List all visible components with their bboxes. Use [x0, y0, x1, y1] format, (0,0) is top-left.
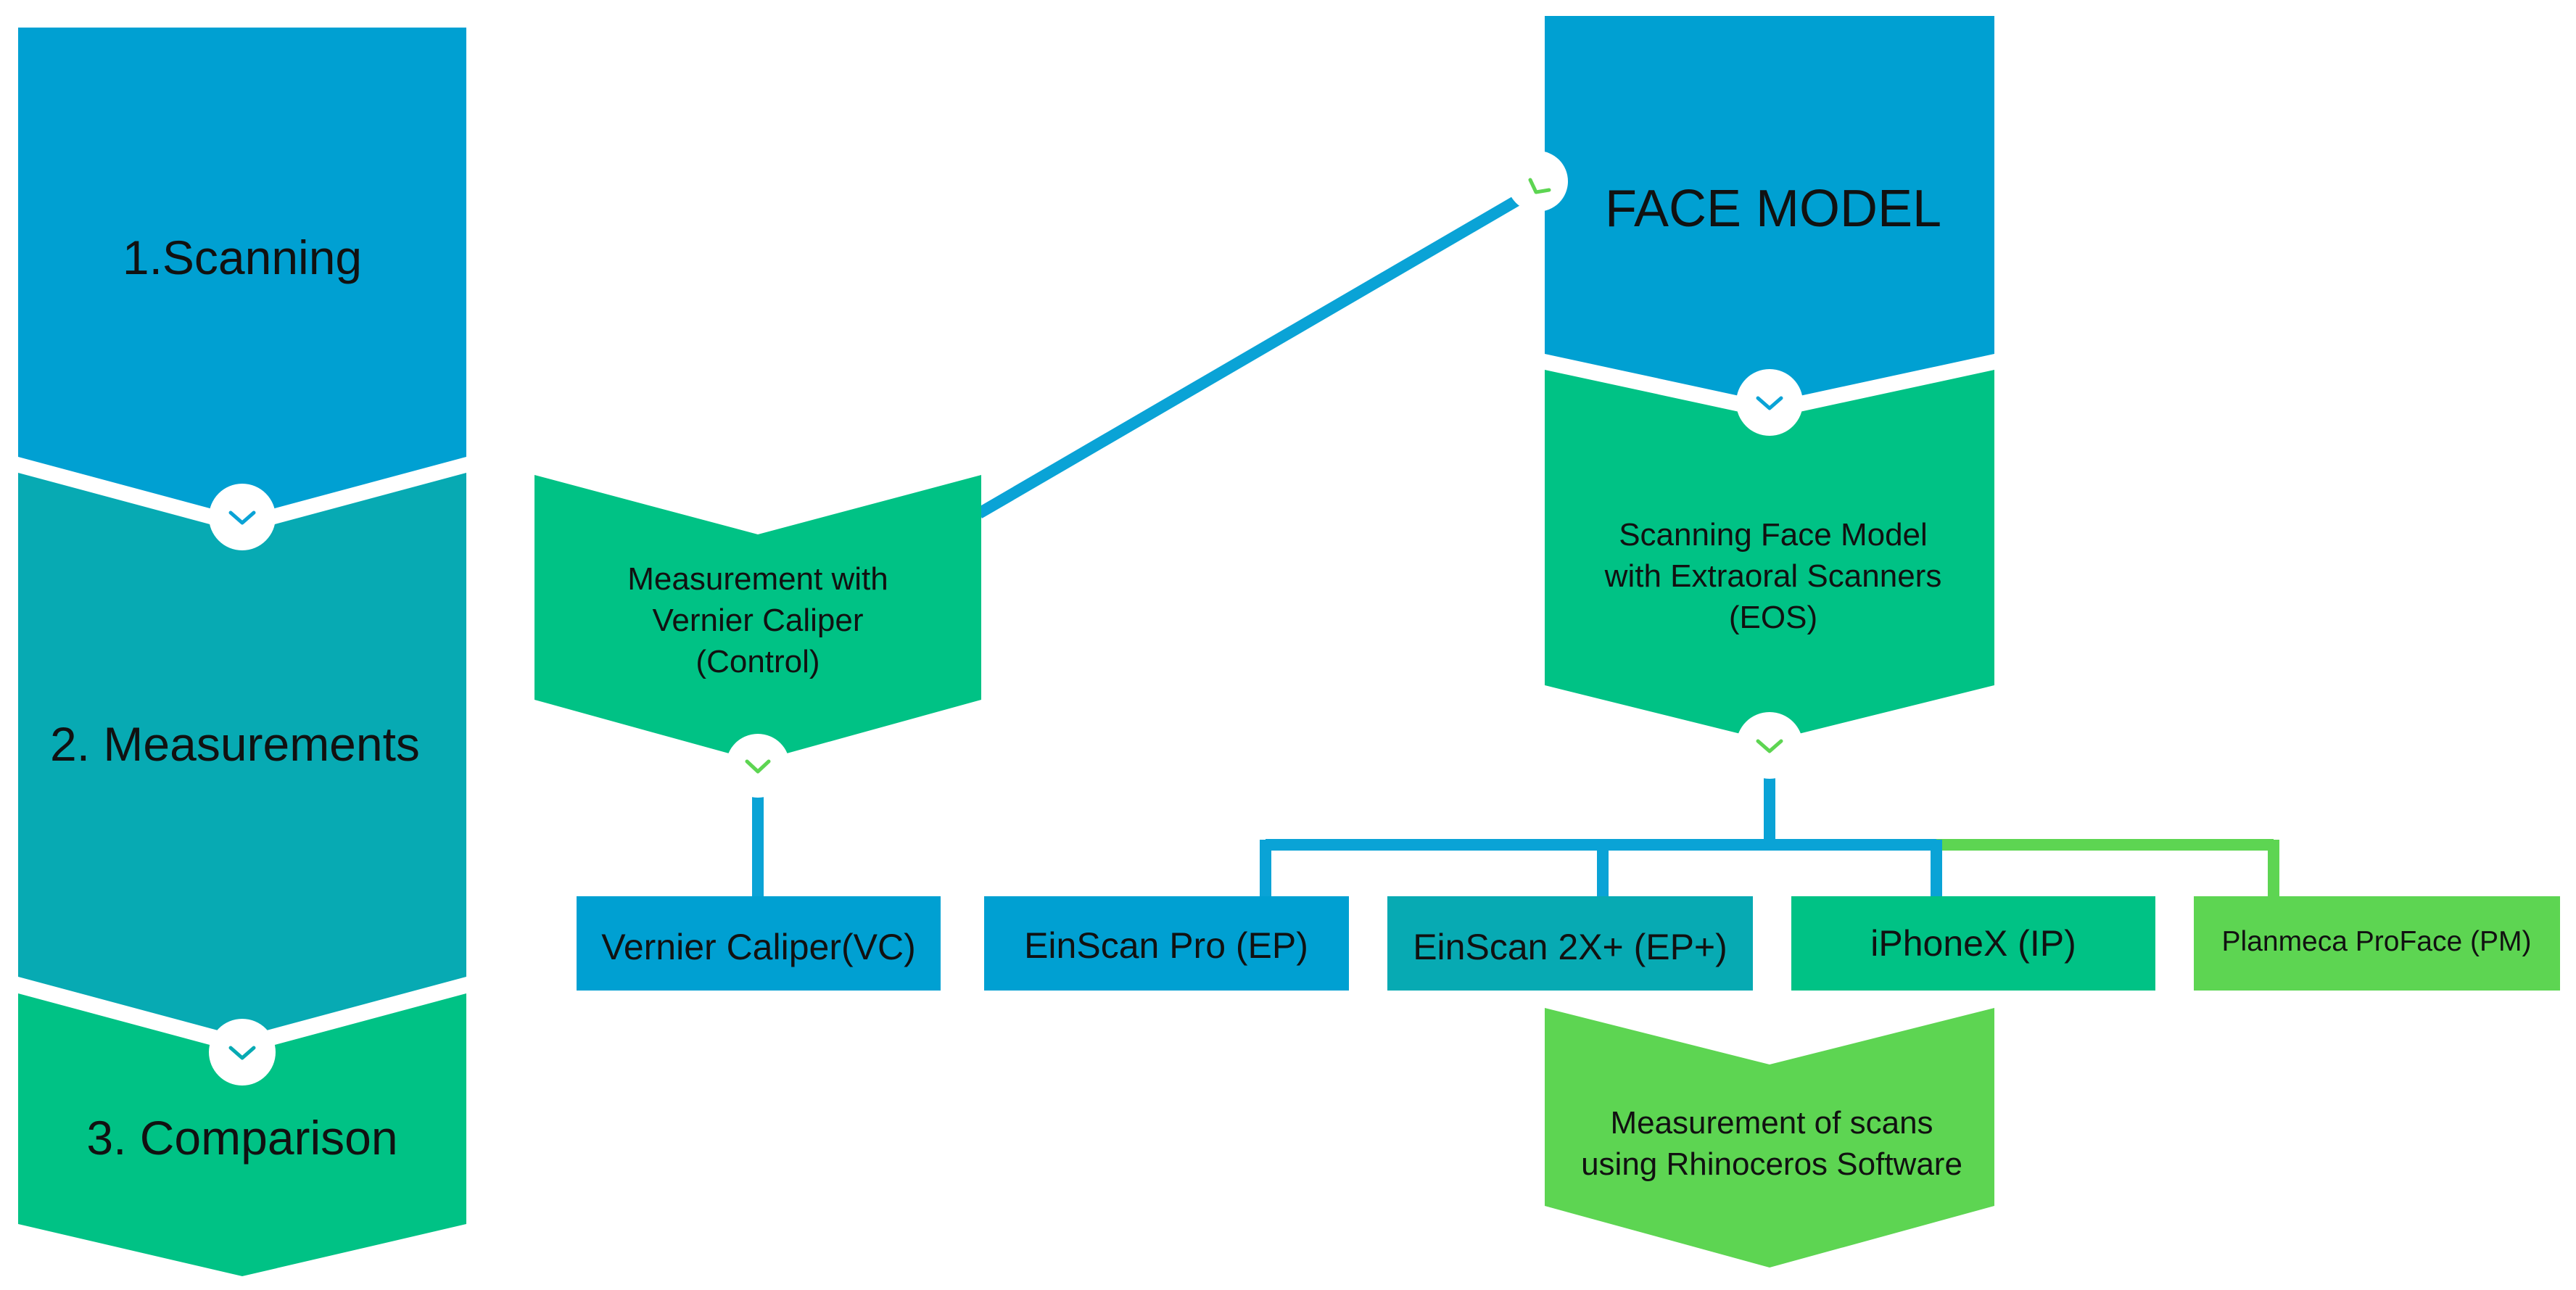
device-vernier-caliper-label: Vernier Caliper(VC) — [601, 927, 915, 967]
connector-lines — [752, 183, 2279, 899]
face-model-check-node — [1507, 151, 1568, 212]
eos-top-connector — [1736, 369, 1803, 436]
device-planmeca-label: Planmeca ProFace (PM) — [2222, 926, 2532, 957]
device-iphonex-label: iPhoneX (IP) — [1870, 923, 2076, 964]
phase-connector-1 — [209, 484, 276, 550]
eos-scanning-line-2: with Extraoral Scanners — [1604, 558, 1942, 594]
eos-bottom-connector — [1736, 712, 1803, 779]
eos-scanning-line-1: Scanning Face Model — [1619, 517, 1928, 553]
chevron-down-icon — [228, 510, 256, 525]
vernier-measurement-line-3: (Control) — [695, 644, 820, 679]
eos-scanning-line-3: (EOS) — [1729, 600, 1817, 635]
device-iphonex: iPhoneX (IP) — [1791, 896, 2155, 991]
phase-measurements-block — [18, 473, 466, 1037]
device-einscan-2x-label: EinScan 2X+ (EP+) — [1413, 927, 1727, 967]
face-model-label: FACE MODEL — [1605, 180, 1941, 238]
phase-measurements-label: 2. Measurements — [50, 717, 420, 771]
phase-comparison-block — [18, 993, 466, 1276]
device-einscan-2x: EinScan 2X+ (EP+) — [1387, 896, 1753, 991]
chevron-down-icon — [228, 1046, 256, 1060]
vernier-measurement-shape — [534, 475, 981, 761]
device-boxes: Vernier Caliper(VC) EinScan Pro (EP) Ein… — [577, 896, 2560, 991]
rhino-measurement-shape — [1545, 1008, 1994, 1268]
vernier-measurement-block: Measurement with Vernier Caliper (Contro… — [534, 475, 981, 798]
phase-connector-2 — [209, 1019, 276, 1086]
rhino-measurement-block: Measurement of scans using Rhinoceros So… — [1545, 1008, 1994, 1268]
eos-scanning-block: Scanning Face Model with Extraoral Scann… — [1545, 369, 1994, 779]
device-planmeca: Planmeca ProFace (PM) — [2194, 896, 2560, 991]
phase-column: 1.Scanning 2. Measurements 3. Comparison — [18, 28, 466, 1276]
eos-scanning-shape — [1545, 370, 1994, 741]
rhino-measurement-line-1: Measurement of scans — [1610, 1105, 1933, 1141]
device-einscan-pro: EinScan Pro (EP) — [984, 896, 1349, 991]
phase-scanning-label: 1.Scanning — [123, 231, 362, 284]
vernier-measurement-line-1: Measurement with — [627, 561, 888, 597]
chevron-down-icon — [1756, 739, 1783, 753]
device-einscan-pro-label: EinScan Pro (EP) — [1024, 925, 1308, 966]
phase-scanning-block — [18, 28, 466, 517]
vernier-measurement-line-2: Vernier Caliper — [652, 603, 863, 638]
face-model-block: FACE MODEL — [1507, 16, 1994, 402]
phase-comparison-label: 3. Comparison — [86, 1111, 397, 1165]
rhino-measurement-line-2: using Rhinoceros Software — [1581, 1146, 1962, 1182]
vernier-bottom-connector — [726, 734, 790, 798]
chevron-down-icon — [1756, 396, 1783, 410]
face-model-shape — [1545, 16, 1994, 402]
chevron-down-icon — [745, 759, 771, 774]
check-icon — [1528, 178, 1551, 194]
face-to-vernier-line — [975, 183, 1541, 518]
device-vernier-caliper: Vernier Caliper(VC) — [577, 896, 941, 991]
